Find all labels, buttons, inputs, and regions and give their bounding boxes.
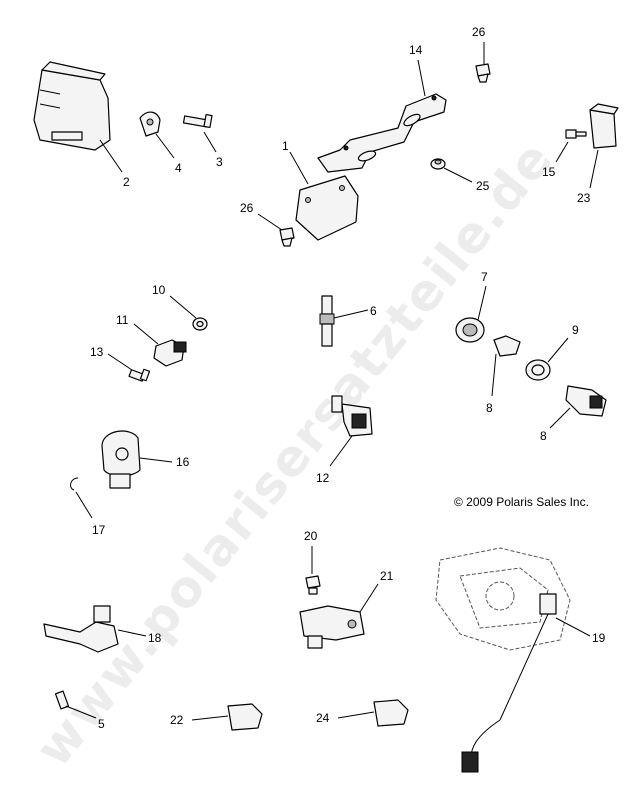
part-2-ecu-module (33, 61, 123, 173)
callout-14: 14 (409, 43, 423, 57)
part-26-bolt-top (475, 42, 491, 83)
part-15-screw (555, 129, 587, 163)
part-1-module (289, 151, 359, 241)
part-22-connector (191, 703, 263, 731)
part-9-ring (525, 337, 569, 381)
callout-7: 7 (481, 270, 488, 284)
callout-4: 4 (175, 161, 182, 175)
part-6-spark-plug (319, 295, 369, 347)
part-8-key-upper (491, 335, 521, 397)
part-7-cap (455, 285, 487, 343)
callout-11: 11 (116, 313, 129, 327)
callout-1: 1 (282, 139, 289, 153)
callout-13: 13 (90, 345, 104, 359)
callout-26-top: 26 (472, 25, 486, 39)
callout-8-upper: 8 (486, 401, 493, 415)
callout-3: 3 (216, 155, 223, 169)
part-4-clip (139, 111, 175, 159)
callout-15: 15 (542, 165, 556, 179)
part-12-temp-sensor (329, 395, 373, 467)
callout-6: 6 (370, 304, 377, 318)
part-13-bolt (107, 353, 151, 382)
part-8-switch-lower (549, 385, 607, 429)
callout-17: 17 (92, 523, 106, 537)
part-24-connector (337, 699, 409, 727)
copyright-notice: © 2009 Polaris Sales Inc. (454, 495, 589, 509)
part-25-nut (430, 158, 473, 183)
callout-18: 18 (148, 631, 162, 645)
callout-16: 16 (176, 455, 190, 469)
callout-23: 23 (577, 191, 591, 205)
part-17-circlip (70, 477, 93, 519)
callout-2: 2 (123, 175, 130, 189)
callout-12: 12 (316, 471, 330, 485)
part-3-screw (182, 113, 217, 153)
part-18-injector (43, 605, 147, 653)
part-20-bolt (305, 546, 321, 595)
part-19-engine-assembly (435, 547, 591, 773)
callout-25: 25 (476, 179, 490, 193)
callout-21: 21 (380, 569, 394, 583)
part-5-pin (54, 690, 97, 719)
part-10-washer (169, 295, 208, 331)
callout-19: 19 (592, 631, 606, 645)
part-14-bracket (317, 59, 447, 173)
part-21-map-sensor (299, 583, 379, 649)
part-26-bolt-lower (257, 213, 295, 247)
callout-8-lower: 8 (540, 429, 547, 443)
callout-22: 22 (170, 713, 184, 727)
part-23-relay (589, 103, 619, 189)
callout-24: 24 (316, 711, 330, 725)
callout-9: 9 (572, 323, 579, 337)
callout-10: 10 (152, 283, 166, 297)
part-16-knock-sensor (101, 430, 173, 489)
callout-20: 20 (304, 529, 318, 543)
callout-5: 5 (98, 717, 105, 731)
callout-26-lower: 26 (240, 201, 254, 215)
part-11-sensor (133, 323, 187, 367)
